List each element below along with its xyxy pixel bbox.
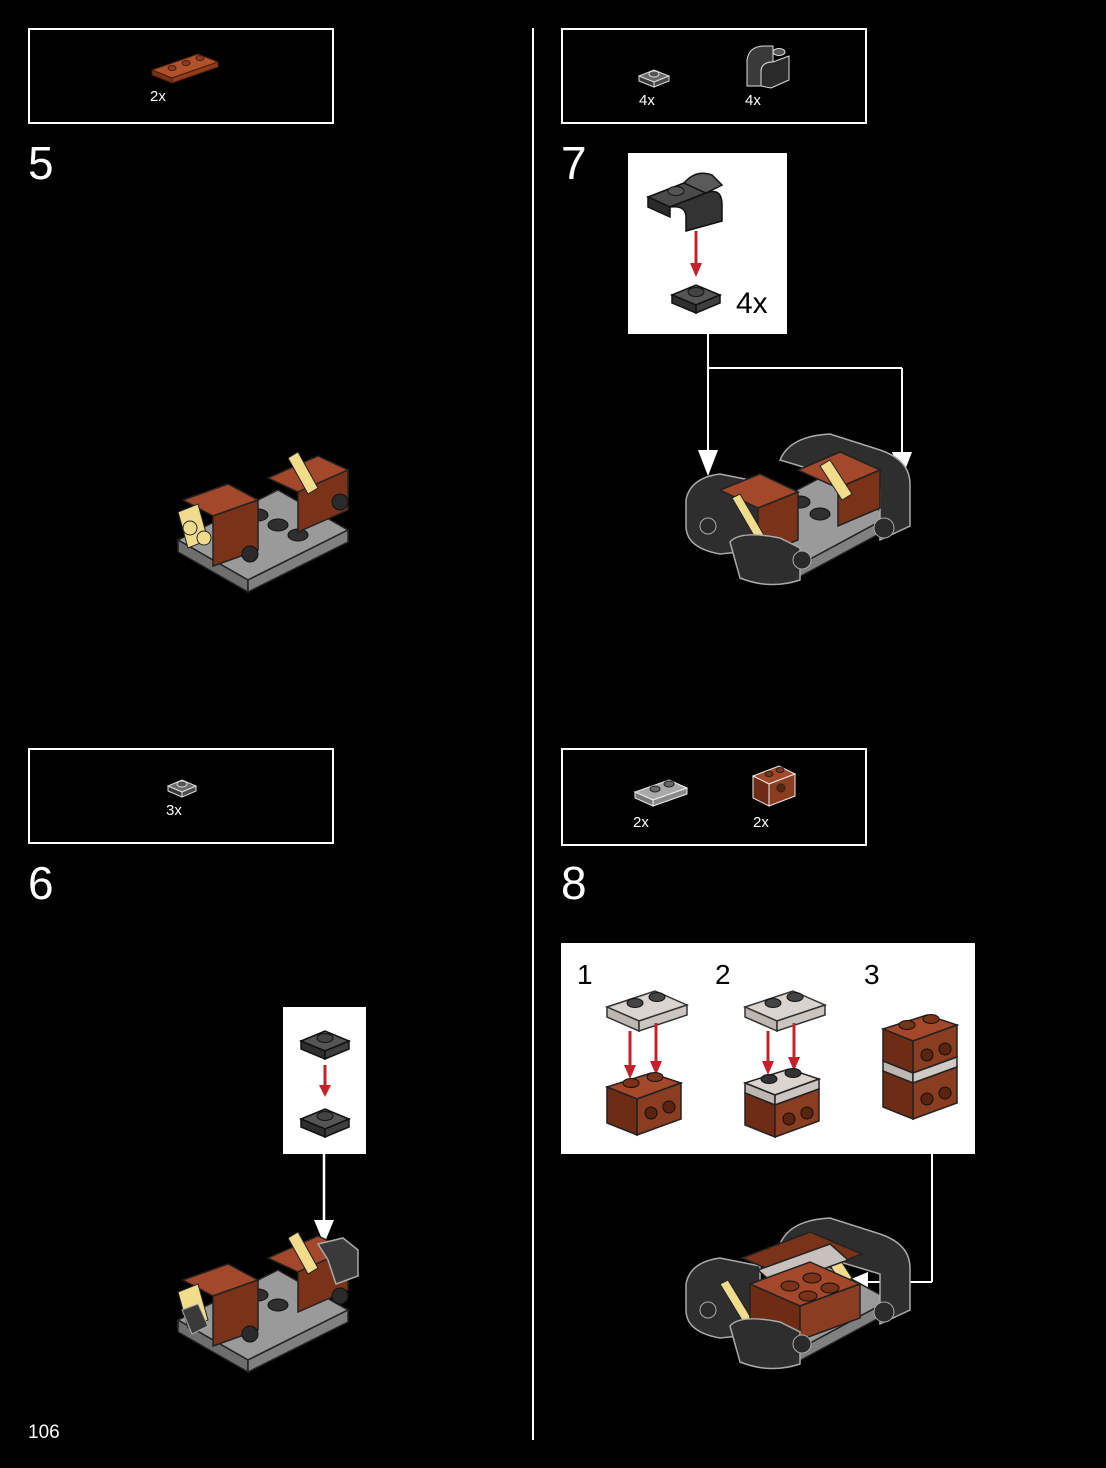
trans-clear-plate-1x2-icon: [633, 779, 689, 807]
part-qty: 2x: [150, 88, 166, 105]
brown-brick-1x2-icon: [604, 1072, 684, 1137]
brown-plate-1x3-icon: [150, 53, 220, 84]
step-7-parts-box: 4x 4x: [561, 28, 867, 124]
down-arrow-icon: [788, 1023, 800, 1071]
callout-qty: 4x: [736, 287, 768, 320]
dark-gray-plate-1x1-icon: [166, 779, 198, 798]
part-qty: 3x: [166, 802, 182, 819]
substep-number: 1: [577, 959, 593, 990]
trans-clear-plate-1x2-icon: [742, 990, 828, 1033]
step-6-callout-arrow: [314, 1154, 334, 1244]
step-6-model-illustration: [176, 1231, 359, 1374]
page-number: 106: [28, 1422, 60, 1443]
down-arrow-icon: [319, 1065, 331, 1097]
down-arrow-icon: [690, 231, 702, 277]
step-5-model-illustration: [176, 451, 350, 594]
dark-gray-plate-1x1-icon: [299, 1108, 351, 1139]
part-qty: 4x: [639, 92, 655, 109]
dark-gray-curved-slope-icon: [746, 45, 790, 89]
step-7-model-illustration: [685, 433, 911, 586]
step-6-parts-box: 3x: [28, 748, 334, 844]
trans-clear-plate-1x2-icon: [604, 990, 690, 1033]
step-8-model-illustration: [685, 1217, 911, 1370]
step-5-parts-box: 2x: [28, 28, 334, 124]
step-6-callout-panel: [283, 1007, 366, 1154]
step-number: 8: [561, 857, 587, 909]
part-qty: 2x: [753, 814, 769, 831]
substep-number: 3: [864, 959, 880, 990]
step-8-parts-box: 2x 2x: [561, 748, 867, 846]
dark-gray-plate-1x1-icon: [299, 1030, 351, 1061]
dark-gray-plate-1x1-icon: [670, 284, 722, 315]
brown-brick-1x2-icon: [751, 765, 797, 807]
part-qty: 2x: [633, 814, 649, 831]
down-arrow-icon: [650, 1023, 662, 1075]
step-number: 7: [561, 137, 587, 189]
substep-number: 2: [715, 959, 731, 990]
step-number: 6: [28, 857, 54, 909]
stacked-brown-bricks-icon: [880, 1014, 960, 1121]
step-number: 5: [28, 137, 54, 189]
down-arrow-icon: [624, 1031, 636, 1079]
part-qty: 4x: [745, 92, 761, 109]
down-arrow-icon: [762, 1031, 774, 1075]
dark-gray-curved-slope-icon: [646, 172, 724, 232]
brown-brick-with-clear-plate-icon: [742, 1068, 822, 1139]
column-divider: [532, 28, 534, 1440]
dark-gray-plate-1x1-icon: [637, 69, 671, 88]
step-8-callout-panel: 1 2 3: [561, 943, 975, 1154]
step-7-callout-panel: 4x: [628, 153, 787, 334]
